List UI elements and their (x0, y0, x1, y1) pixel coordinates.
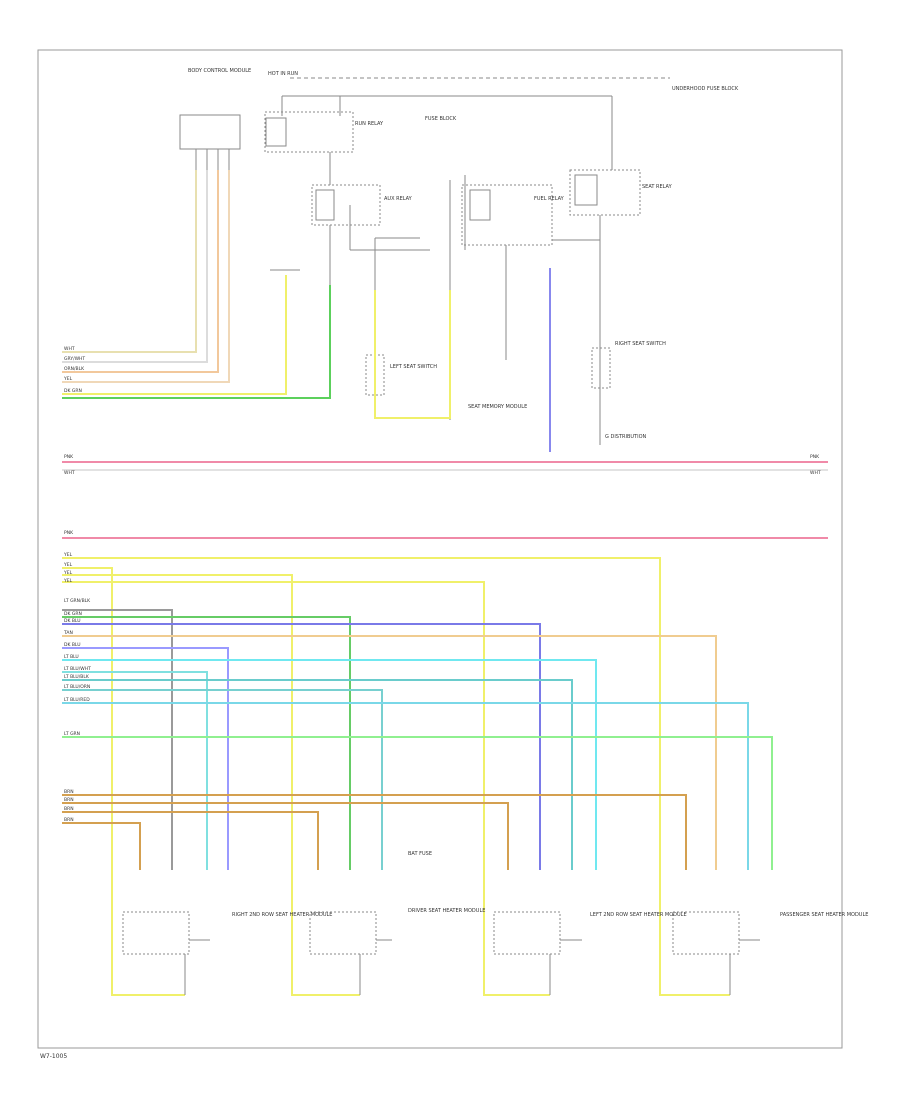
heater-module-2 (309, 911, 392, 995)
heater-module-1 (122, 911, 210, 995)
relay-1-label: RUN RELAY (355, 121, 384, 127)
heater-module-4-label: PASSENGER SEAT HEATER MODULE (780, 912, 868, 918)
power-buses (62, 461, 828, 539)
svg-text:DK BLU: DK BLU (64, 642, 81, 648)
svg-text:ORN/BLK: ORN/BLK (64, 366, 85, 372)
heater-module-1-box (122, 911, 190, 955)
top-colored-wires (62, 170, 551, 452)
svg-text:LT BLU/WHT: LT BLU/WHT (64, 666, 91, 672)
diagram-footer-code: W7-1005 (40, 1053, 67, 1060)
heater-module-2-label: DRIVER SEAT HEATER MODULE (408, 908, 485, 914)
svg-text:YEL: YEL (63, 552, 73, 558)
svg-text:PNK: PNK (64, 530, 74, 536)
svg-text:LT BLU/ORN: LT BLU/ORN (64, 684, 90, 690)
svg-text:DK GRN: DK GRN (64, 388, 82, 394)
svg-text:BRN: BRN (64, 806, 74, 812)
heater-module-3-label: LEFT 2ND ROW SEAT HEATER MODULE (590, 912, 687, 918)
svg-text:BRN: BRN (64, 797, 74, 803)
svg-text:WHT: WHT (64, 470, 75, 476)
right-seat-switch-label: RIGHT SEAT SWITCH (615, 341, 666, 347)
relay-3-label: FUEL RELAY (534, 196, 565, 202)
svg-text:PNK: PNK (810, 454, 820, 460)
svg-text:LT BLU/RED: LT BLU/RED (64, 697, 90, 703)
svg-text:PNK: PNK (64, 454, 74, 460)
relay-4-box (569, 169, 641, 216)
power-bus-labels: PNK WHT PNK PNK WHT (64, 454, 821, 536)
svg-text:YEL: YEL (63, 376, 73, 382)
relay-1-box (264, 111, 354, 153)
top-section (179, 77, 670, 445)
svg-text:YEL: YEL (63, 562, 73, 568)
top-bus-labels: WHT GRY/WHT ORN/BLK YEL DK GRN (63, 346, 85, 394)
heater-module-3 (493, 911, 582, 995)
relay-2-label: AUX RELAY (384, 196, 413, 202)
ground-splice-label: G DISTRIBUTION (605, 434, 647, 440)
heater-module-2-tag: BAT FUSE (408, 851, 432, 857)
relay-3-box (461, 184, 553, 246)
relay-4-label: SEAT RELAY (642, 184, 673, 190)
diagram-frame (37, 49, 843, 1049)
svg-text:YEL: YEL (63, 578, 73, 584)
heater-module-4 (672, 911, 760, 995)
svg-text:WHT: WHT (64, 346, 75, 352)
body-control-module-label: BODY CONTROL MODULE (188, 68, 251, 74)
svg-text:GRY/WHT: GRY/WHT (64, 356, 85, 362)
bottom-harness-labels: YEL YEL YEL YEL LT GRN/BLK DK GRN DK BLU… (63, 552, 91, 823)
bottom-harness-wires (62, 557, 773, 996)
underhood-fuse-label: UNDERHOOD FUSE BLOCK (672, 86, 739, 92)
svg-text:WHT: WHT (810, 470, 821, 476)
svg-text:BRN: BRN (64, 817, 74, 823)
svg-text:BRN: BRN (64, 789, 74, 795)
heater-module-labels: RIGHT 2ND ROW SEAT HEATER MODULE DRIVER … (232, 851, 868, 918)
heater-module-4-box (672, 911, 740, 955)
svg-text:TAN: TAN (63, 630, 73, 636)
fuse-block-label: FUSE BLOCK (425, 116, 457, 122)
relay-2-box (311, 184, 381, 226)
seat-module-label: SEAT MEMORY MODULE (468, 404, 527, 410)
body-control-module-box (179, 114, 241, 150)
heater-module-2-box (309, 911, 377, 955)
svg-text:LT GRN/BLK: LT GRN/BLK (64, 598, 91, 604)
right-seat-switch (591, 347, 611, 389)
svg-text:LT BLU: LT BLU (64, 654, 79, 660)
heater-module-1-label: RIGHT 2ND ROW SEAT HEATER MODULE (232, 912, 332, 918)
top-labels: BODY CONTROL MODULE HOT IN RUN UNDERHOOD… (188, 68, 739, 440)
svg-text:DK GRN: DK GRN (64, 611, 82, 617)
left-seat-switch-label: LEFT SEAT SWITCH (390, 364, 437, 370)
hot-in-run-label: HOT IN RUN (268, 71, 298, 77)
heater-module-3-box (493, 911, 561, 955)
svg-text:LT GRN: LT GRN (64, 731, 80, 737)
svg-text:LT BLU/BLK: LT BLU/BLK (64, 674, 90, 680)
svg-text:DK BLU: DK BLU (64, 618, 81, 624)
svg-text:YEL: YEL (63, 570, 73, 576)
